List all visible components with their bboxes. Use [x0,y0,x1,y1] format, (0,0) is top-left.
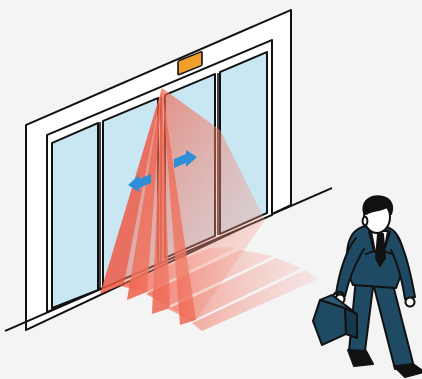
person-ear [363,217,368,225]
person-left-hand [406,298,415,307]
left-side-panel [52,123,98,308]
